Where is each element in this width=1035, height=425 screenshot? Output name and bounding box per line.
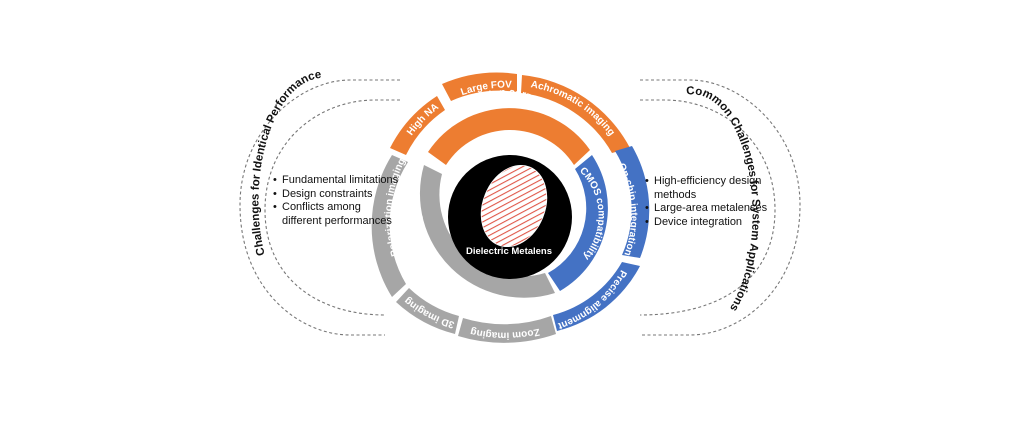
left-panel-inner-dashed-arc [264,99,400,316]
right-panel-inner-dashed-arc [639,99,776,316]
inner-ring [419,108,608,298]
list-item: Fundamental limitations [273,174,403,188]
right-challenge-list: High-efficiency design methods Large-are… [645,175,775,229]
center-label: Dielectric Metalens [466,246,552,257]
metalens-hatched-ellipse [480,164,548,248]
center-metalens: Dielectric Metalens [448,155,572,279]
list-item: Conflicts among different performances [273,201,403,228]
segment-achromatic-imaging [521,75,630,153]
segment-zoom-imaging [458,316,556,343]
list-item: High-efficiency design methods [645,175,775,202]
segment-multifunctionality [419,165,555,298]
list-item: Device integration [645,216,775,230]
segment-aberration-correction [428,108,590,165]
outer-ring [371,72,650,343]
segment-onchip-integration [615,146,650,258]
right-panel-outer-dashed-arc [640,79,801,336]
left-panel-title: Challenges for Identical Performance [249,69,322,257]
left-challenge-list: Fundamental limitations Design constrain… [273,174,403,228]
list-item: Large-area metalenses [645,202,775,216]
segment-cmos-compatibility [548,155,608,291]
list-item: Design constraints [273,188,403,202]
segment-high-na [390,96,445,155]
segment-3d-imaging [396,288,459,334]
segment-precise-alignment [553,262,640,331]
left-panel-outer-dashed-arc [239,79,400,336]
label-zoom-imaging: Zoom imaging [469,326,540,341]
segment-large-fov [442,72,517,101]
